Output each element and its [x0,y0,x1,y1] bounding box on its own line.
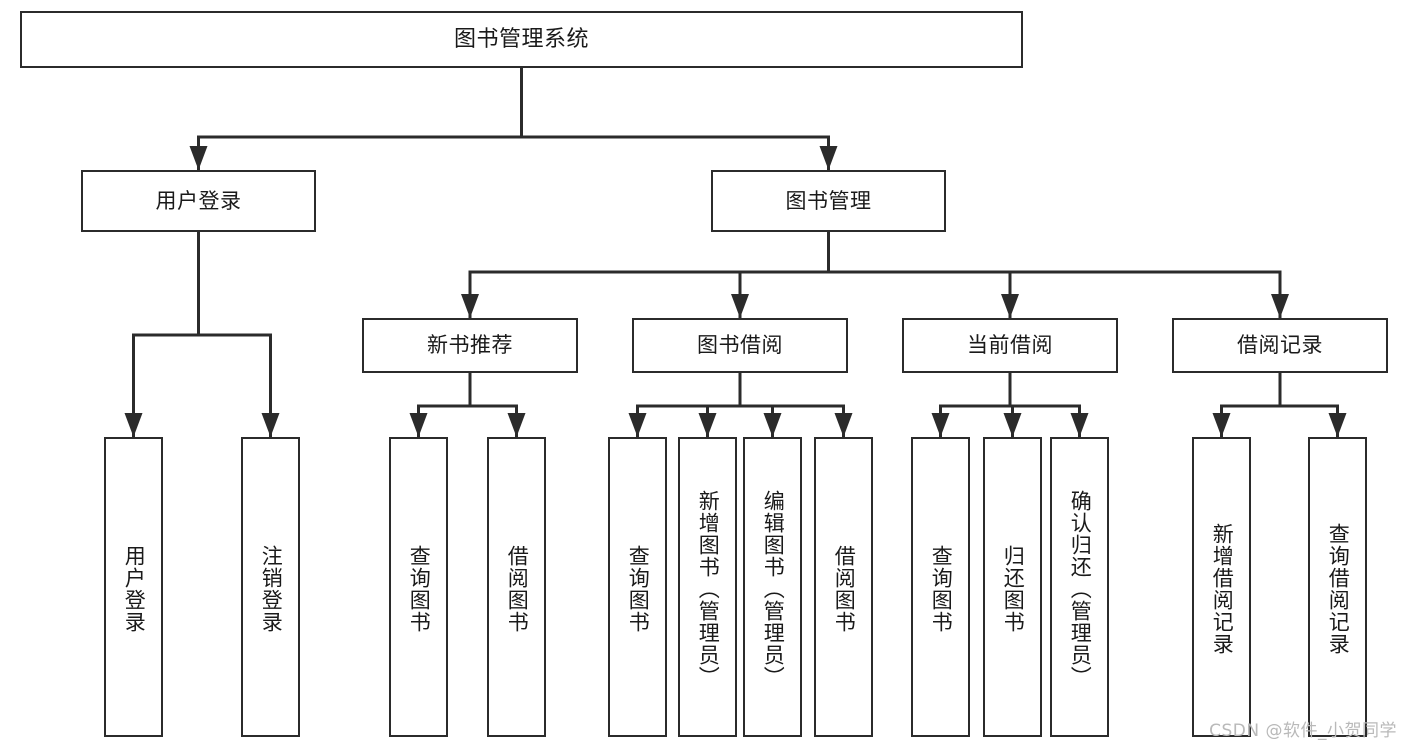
node-leaf-confirm-return[interactable]: 确认归还（管理员） [1050,437,1109,737]
arrowhead [1070,413,1089,437]
watermark-text: CSDN @软件_小贺同学 [1209,721,1397,741]
node-user-login[interactable]: 用户登录 [81,170,316,232]
arrowhead [1271,294,1289,318]
node-label: 查询借阅记录 [1326,523,1351,655]
node-leaf-add-record[interactable]: 新增借阅记录 [1192,437,1251,737]
arrowhead [1001,294,1019,318]
node-leaf-add-book[interactable]: 新增图书（管理员） [678,437,737,737]
node-label: 图书借阅 [697,333,783,358]
node-leaf-query-record[interactable]: 查询借阅记录 [1308,437,1367,737]
node-leaf-query-book-1[interactable]: 查询图书 [389,437,448,737]
node-leaf-query-book-3[interactable]: 查询图书 [911,437,970,737]
node-label: 新增借阅记录 [1210,523,1235,655]
node-label: 图书管理系统 [453,26,589,52]
node-root[interactable]: 图书管理系统 [20,11,1023,68]
node-leaf-user-logout[interactable]: 注销登录 [241,437,300,737]
node-label: 借阅图书 [505,545,530,633]
arrowhead [507,413,526,437]
node-leaf-borrow-book-1[interactable]: 借阅图书 [487,437,546,737]
arrowhead [819,146,838,170]
arrowhead [1328,413,1347,437]
arrowhead [698,413,717,437]
node-leaf-edit-book[interactable]: 编辑图书（管理员） [743,437,802,737]
arrowhead [931,413,950,437]
node-current-borrow[interactable]: 当前借阅 [902,318,1118,373]
arrowhead [763,413,782,437]
node-label: 注销登录 [259,545,284,633]
node-book-borrow[interactable]: 图书借阅 [632,318,848,373]
arrowhead [261,413,280,437]
node-label: 查询图书 [626,545,651,633]
node-borrow-record[interactable]: 借阅记录 [1172,318,1388,373]
arrowhead [124,413,143,437]
arrowhead [628,413,647,437]
node-label: 用户登录 [122,545,147,633]
node-leaf-return-book[interactable]: 归还图书 [983,437,1042,737]
node-leaf-borrow-book-2[interactable]: 借阅图书 [814,437,873,737]
arrowhead [1003,413,1022,437]
node-label: 图书管理 [785,188,872,213]
arrowhead [731,294,749,318]
node-leaf-query-book-2[interactable]: 查询图书 [608,437,667,737]
arrowhead [834,413,853,437]
node-leaf-user-login[interactable]: 用户登录 [104,437,163,737]
arrowhead [1212,413,1231,437]
arrowhead [461,294,479,318]
node-label: 查询图书 [407,545,432,633]
node-label: 编辑图书（管理员） [761,490,786,688]
arrowhead [189,146,208,170]
node-label: 借阅记录 [1237,333,1323,358]
node-label: 查询图书 [929,545,954,633]
node-label: 归还图书 [1001,545,1026,633]
node-new-book-rec[interactable]: 新书推荐 [362,318,578,373]
node-label: 当前借阅 [967,333,1053,358]
arrowhead [409,413,428,437]
node-label: 新书推荐 [427,333,513,358]
node-label: 确认归还（管理员） [1068,490,1093,688]
node-label: 新增图书（管理员） [696,490,721,688]
node-label: 借阅图书 [832,545,857,633]
node-label: 用户登录 [155,188,242,213]
node-book-manage[interactable]: 图书管理 [711,170,946,232]
